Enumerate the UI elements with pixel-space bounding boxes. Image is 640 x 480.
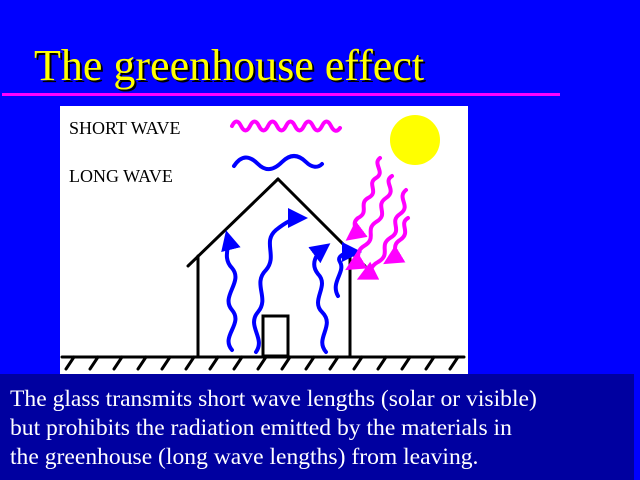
caption-line: The glass transmits short wave lengths (…	[10, 386, 537, 412]
short-wave-ray-3	[356, 188, 408, 280]
greenhouse-diagram: SHORT WAVE LONG WAVE	[60, 106, 468, 374]
caption-line: but prohibits the radiation emitted by t…	[10, 415, 512, 441]
short-wave-ray-1	[345, 156, 382, 241]
sun-icon	[390, 115, 440, 165]
short-wave-ray-4	[383, 216, 410, 265]
diagram-drawing	[60, 115, 466, 371]
short-wave-ray-2	[345, 174, 394, 271]
short-wave-label: SHORT WAVE	[69, 118, 181, 138]
ground-icon	[60, 355, 466, 371]
slide-title: The greenhouse effect	[34, 41, 425, 90]
long-wave-arrow-left	[221, 230, 241, 352]
caption-box: The glass transmits short wave lengths (…	[0, 374, 634, 480]
long-wave-label: LONG WAVE	[69, 166, 173, 186]
long-wave-legend-symbol	[232, 154, 324, 171]
greenhouse-house-icon	[186, 177, 367, 358]
long-wave-arrow-center	[252, 208, 308, 354]
title-underline	[2, 93, 560, 96]
short-wave-legend-symbol	[230, 119, 342, 133]
long-wave-arrow-right	[308, 243, 331, 354]
caption-line: the greenhouse (long wave lengths) from …	[10, 444, 479, 470]
